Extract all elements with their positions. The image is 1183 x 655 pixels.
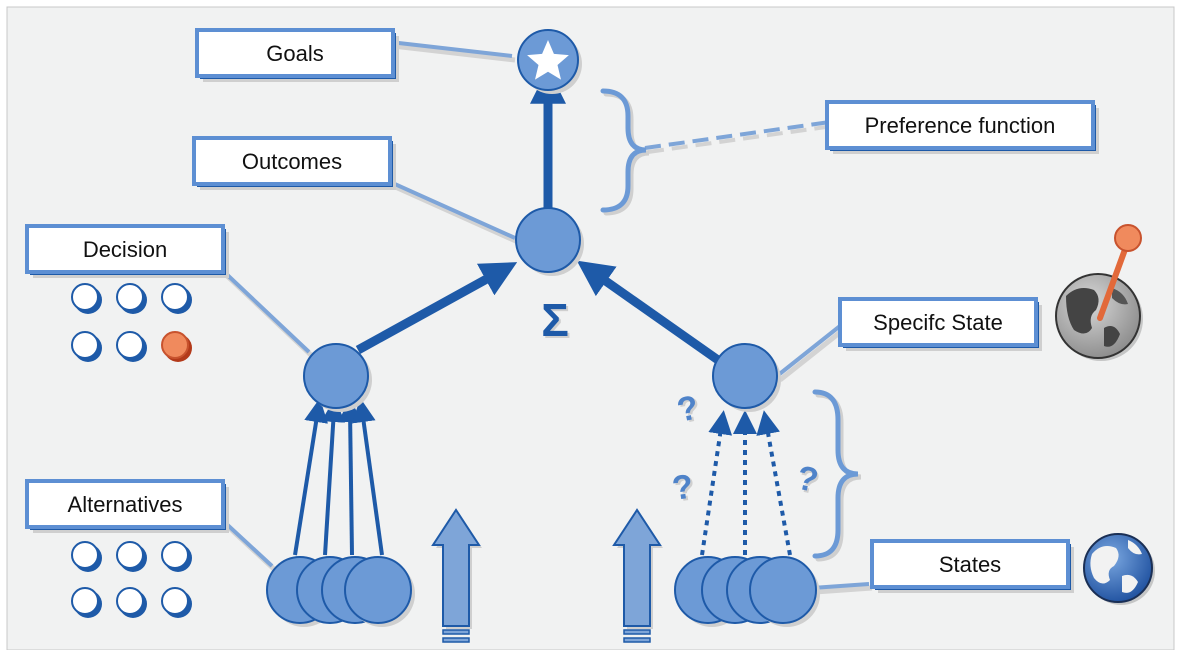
option-circle	[116, 541, 147, 572]
option-circle	[161, 283, 192, 314]
goals-label: Goals	[266, 41, 323, 66]
arrow-state1-dotted	[700, 410, 733, 556]
brace-states	[812, 389, 862, 562]
option-circle	[71, 541, 102, 572]
sum-symbol: Σ	[543, 296, 571, 348]
option-circle	[116, 283, 147, 314]
decision-label: Decision	[83, 237, 167, 262]
option-circle	[161, 541, 192, 572]
brace-preference	[600, 88, 650, 216]
alternatives-label: Alternatives	[68, 492, 183, 517]
specific-state-label: Specifc State	[873, 310, 1003, 335]
decision-options	[71, 283, 192, 362]
globe-with-pin-icon	[1055, 224, 1143, 361]
sum-symbol-front: Σ	[541, 294, 569, 346]
main-arrows	[293, 67, 792, 556]
state-nodes	[674, 556, 820, 627]
label-goals: Goals	[195, 28, 399, 82]
arrow-decision-to-outcome	[355, 262, 518, 354]
option-circle	[116, 331, 147, 362]
arrow-state-to-outcome	[576, 260, 721, 364]
arrow-alt3	[338, 398, 363, 556]
label-outcomes: Outcomes	[192, 136, 396, 190]
arrow-state3-dotted	[756, 410, 792, 556]
label-alternatives: Alternatives	[25, 479, 229, 533]
preference-function-label: Preference function	[865, 113, 1056, 138]
globe-icon	[1083, 533, 1155, 605]
label-specific-state: Specifc State	[838, 297, 1042, 351]
states-label: States	[939, 552, 1001, 577]
state-node	[712, 343, 781, 412]
option-circle	[161, 587, 192, 618]
option-circle	[71, 587, 102, 618]
label-decision: Decision	[25, 224, 229, 278]
arrow-alt2	[321, 398, 346, 556]
goal-node	[517, 29, 582, 94]
up-arrow-right	[612, 508, 663, 643]
label-preference-function: Preference function	[825, 100, 1099, 154]
outcomes-label: Outcomes	[242, 149, 342, 174]
option-circle	[71, 331, 102, 362]
option-circle-selected	[161, 331, 192, 362]
outcome-node	[515, 207, 584, 276]
option-circle	[116, 587, 147, 618]
label-states: States	[870, 539, 1074, 593]
arrow-alt4	[351, 398, 384, 556]
alternative-nodes	[266, 556, 415, 627]
arrow-alt1	[293, 398, 328, 556]
alternative-options	[71, 541, 192, 618]
decision-node	[303, 343, 372, 412]
up-arrow-left	[431, 508, 482, 643]
star-icon	[527, 40, 569, 80]
option-circle	[71, 283, 102, 314]
question-marks: ? ? ? ? ? ?	[670, 388, 823, 509]
